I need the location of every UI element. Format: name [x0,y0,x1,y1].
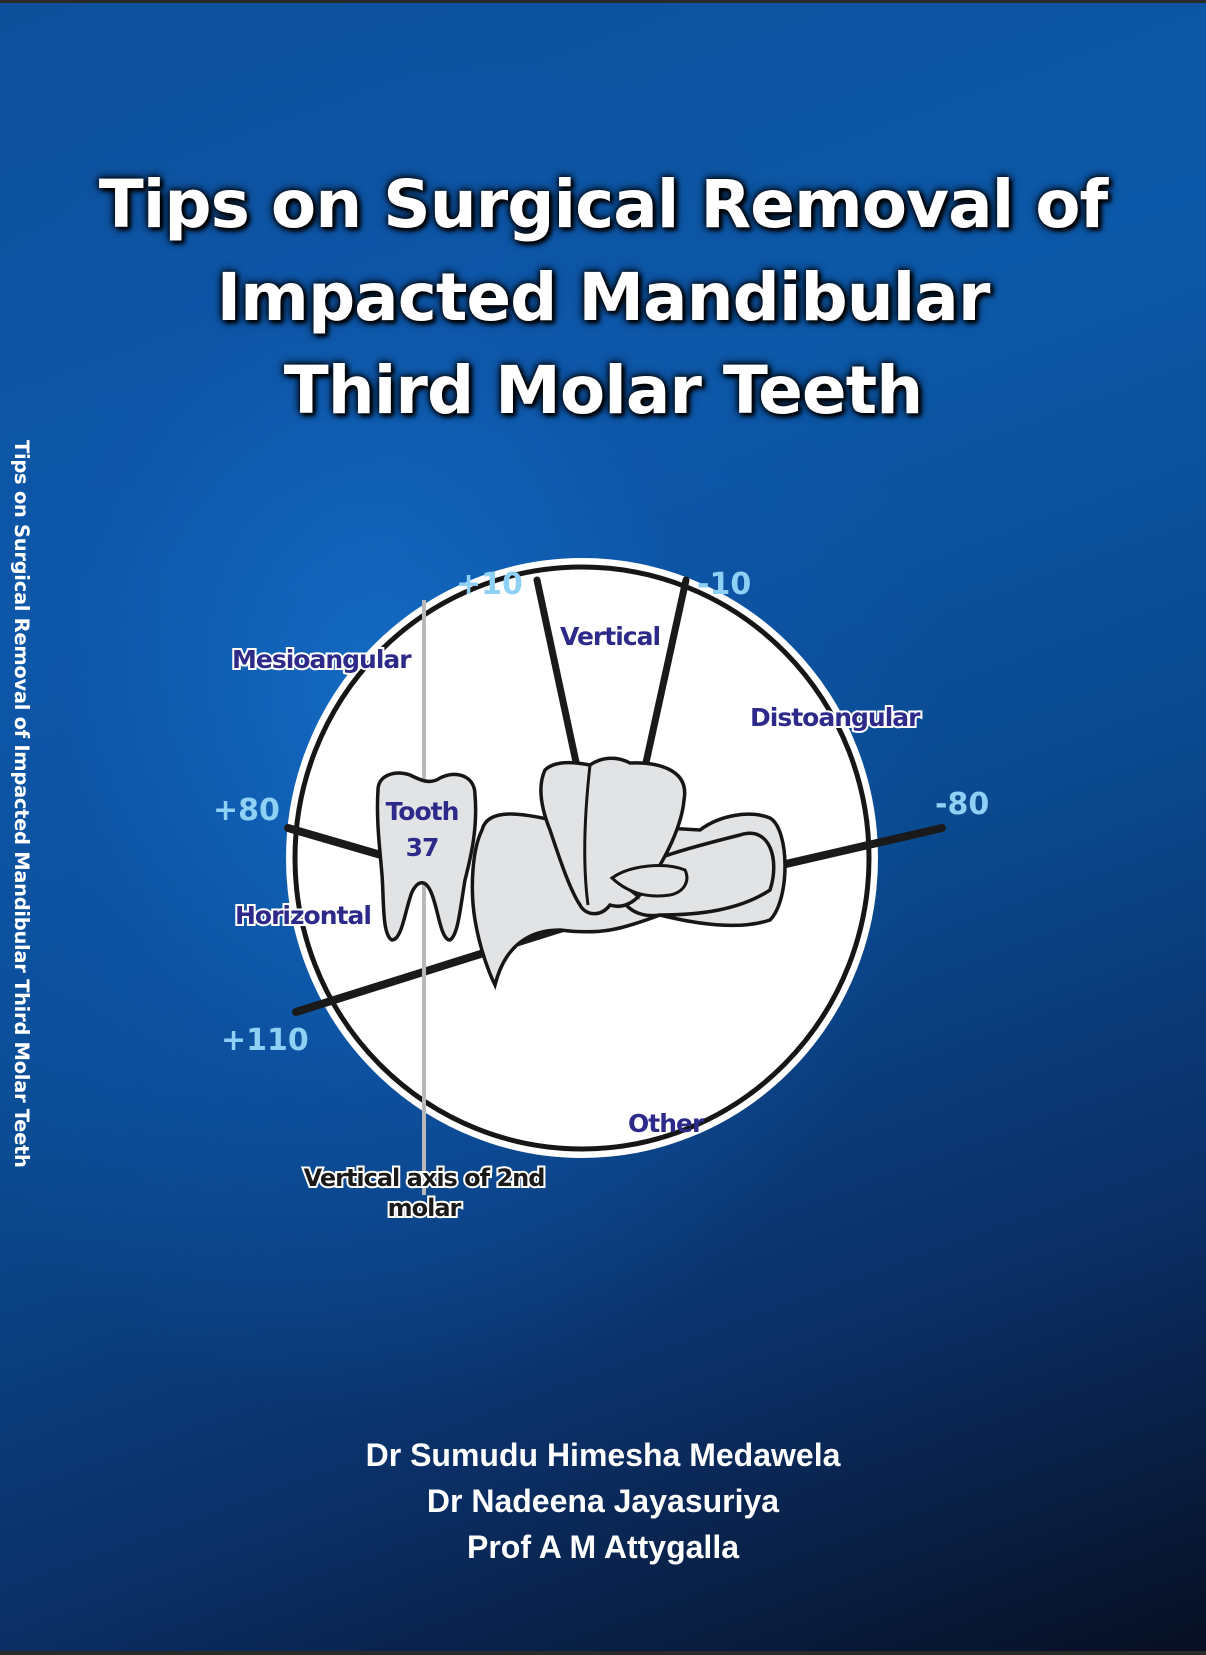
tooth-37-icon [375,771,478,942]
angle-label-plus-110: +110 [221,1023,309,1058]
category-label-other: Other [628,1109,705,1138]
boundary-line-minus-10 [636,576,690,794]
angle-label-plus-80: +80 [213,793,280,828]
angle-label-minus-10: -10 [697,567,751,602]
category-label-horizontal: Horizontal [235,901,371,930]
tooth-37-label-line2: 37 [406,833,439,862]
vertical-axis-label-line1: Vertical axis of 2nd [304,1164,545,1192]
boundary-line-plus-10 [533,576,586,794]
tooth-crown-overlap [609,864,689,898]
category-label-distoangular: Distoangular [750,703,921,732]
angle-label-plus-10: +10 [456,567,523,602]
author-2: Dr Nadeena Jayasuriya [426,1483,780,1519]
author-list: Dr Sumudu Himesha Medawela Dr Nadeena Ja… [0,1432,1206,1570]
category-label-mesioangular: Mesioangular [232,645,412,674]
tooth-vertical-root-line [583,764,592,906]
author-3: Prof A M Attygalla [466,1529,739,1565]
boundary-line-minus-80 [756,824,946,874]
title-line-3: Third Molar Teeth [283,352,923,429]
bottom-border [0,1651,1206,1655]
top-border [0,0,1206,3]
tooth-37-label-line1: Tooth [386,797,459,826]
title-line-1: Tips on Surgical Removal of [98,166,1109,243]
book-title: Tips on Surgical Removal of Impacted Man… [0,158,1206,437]
angle-label-minus-80: -80 [935,787,989,822]
classification-circle-outline [292,564,872,1152]
category-label-vertical: Vertical [560,622,660,651]
title-line-2: Impacted Mandibular [216,259,991,336]
vertical-axis-label-line2: molar [388,1194,462,1222]
author-1: Dr Sumudu Himesha Medawela [365,1437,841,1473]
